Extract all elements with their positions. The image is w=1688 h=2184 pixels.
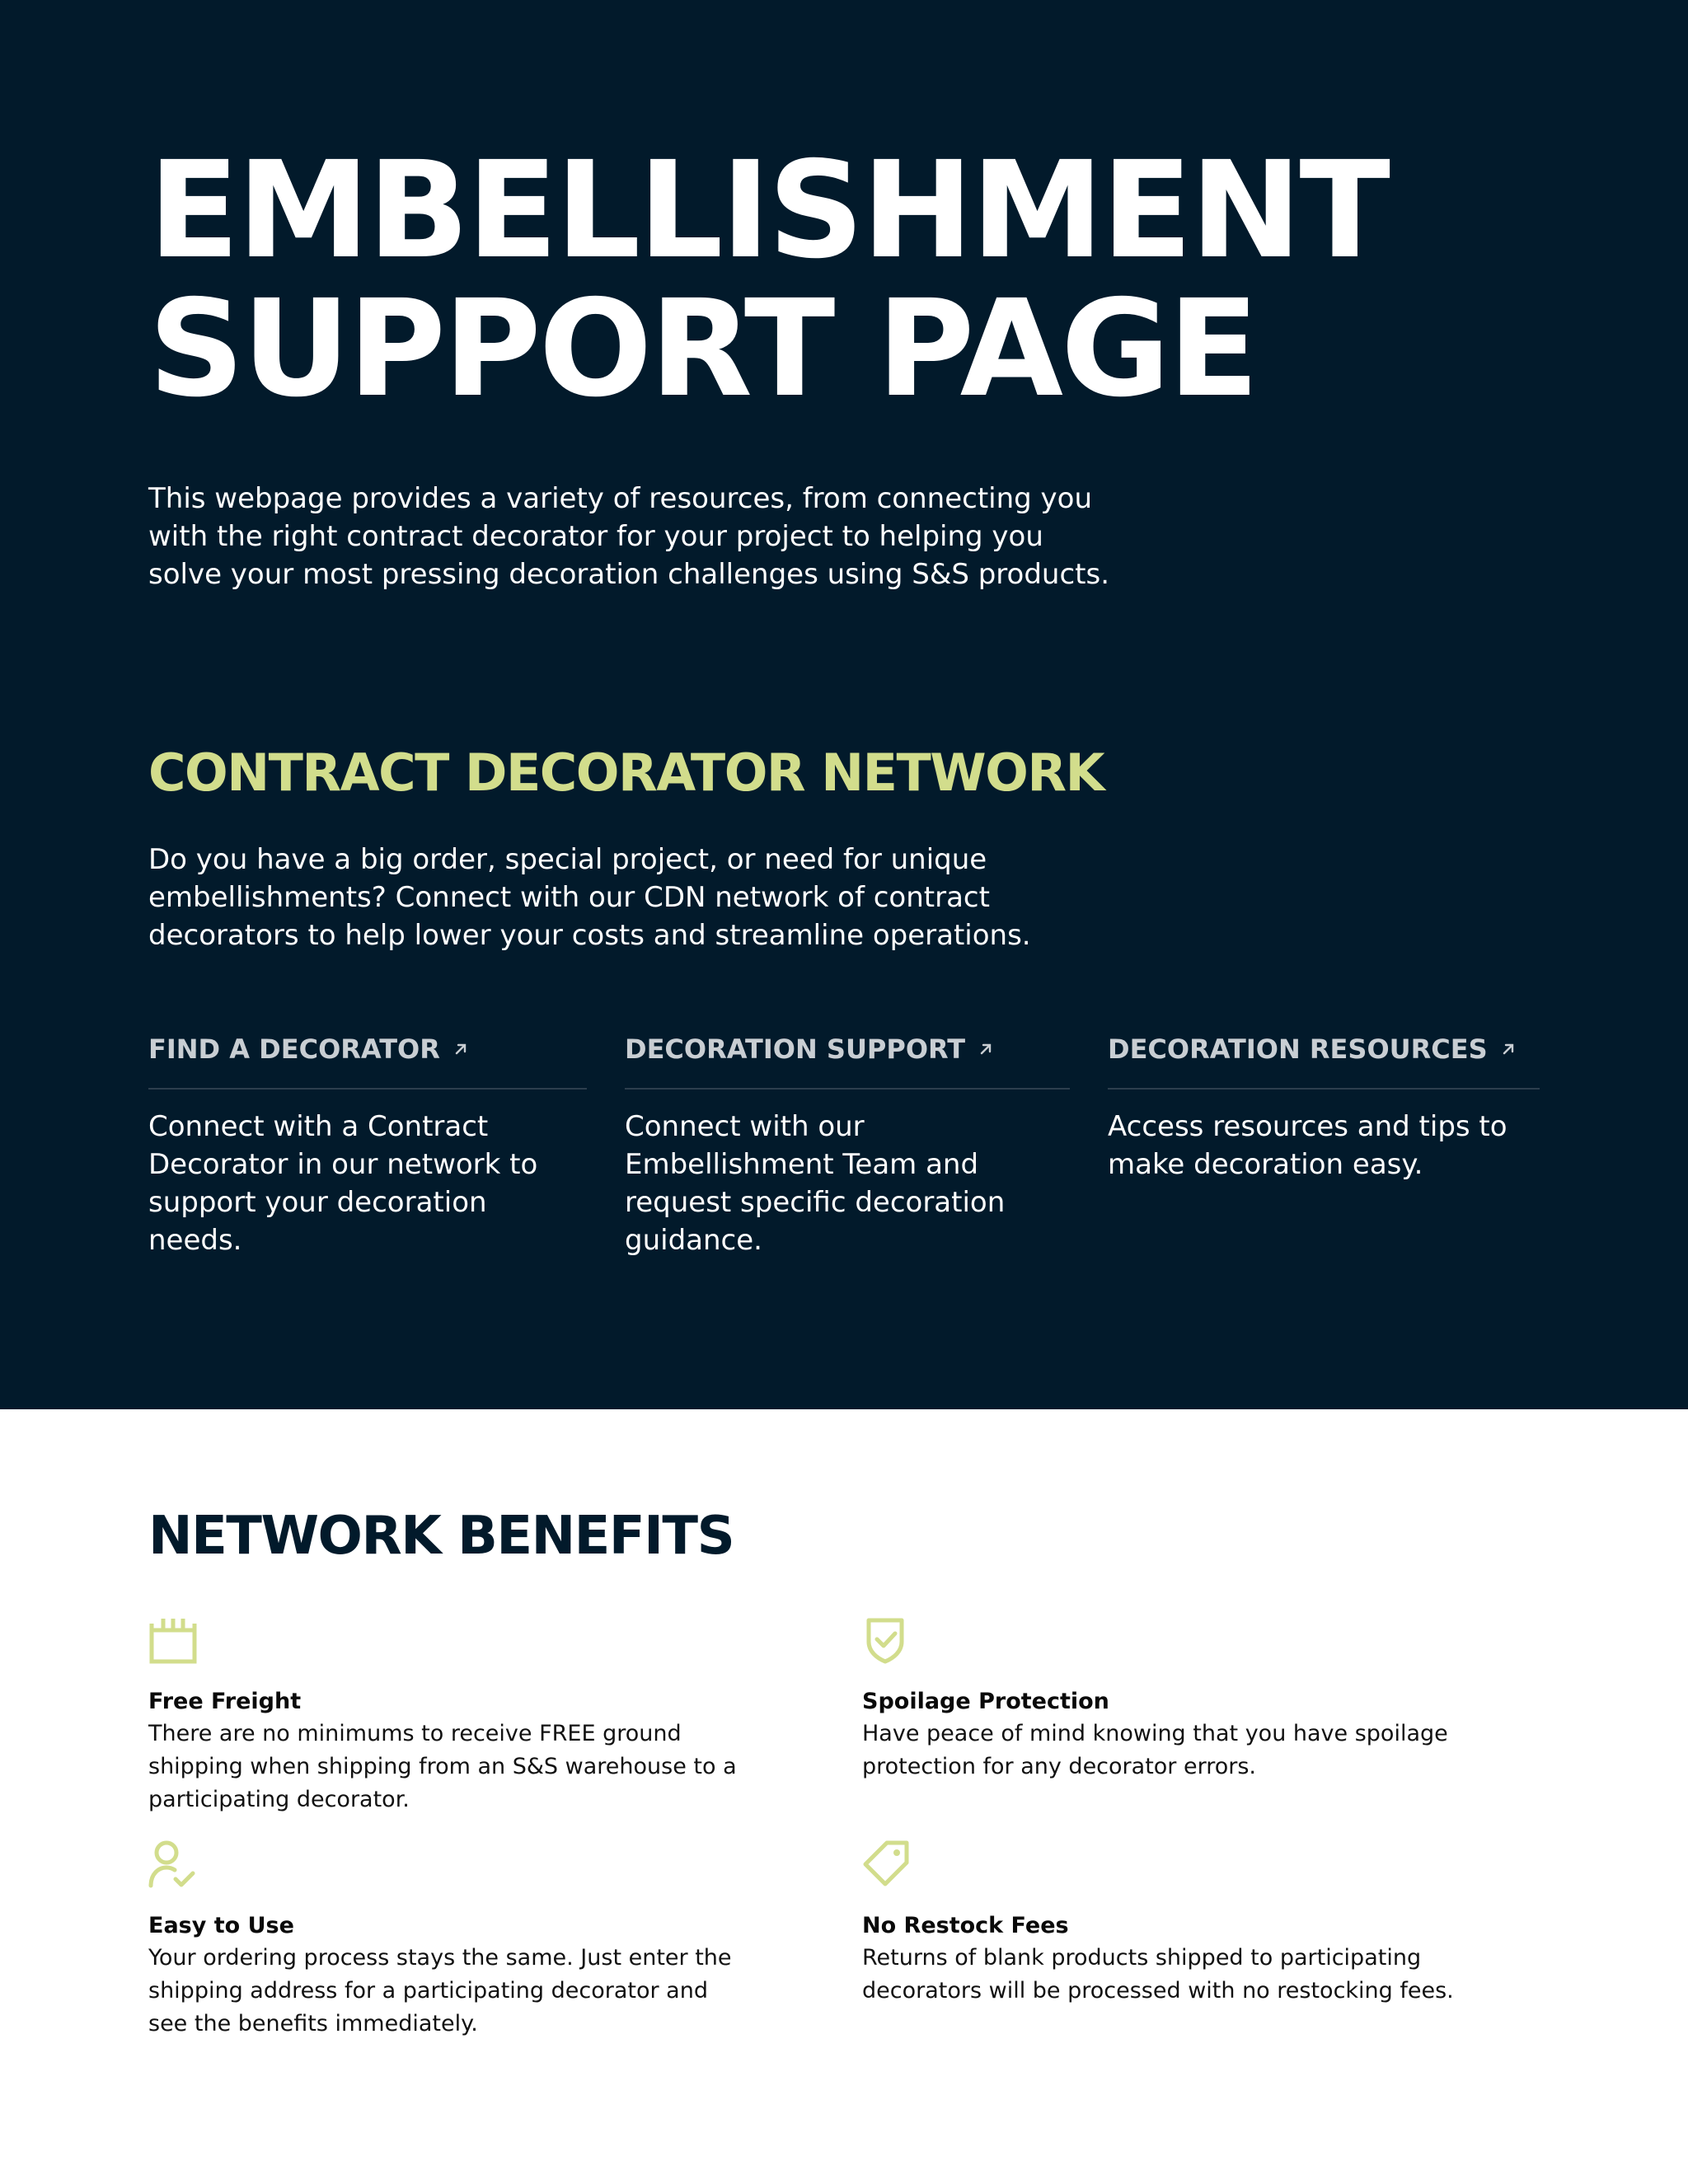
hero-section: EMBELLISHMENT SUPPORT PAGE This webpage … [0,0,1688,1409]
decoration-resources-column: DECORATION RESOURCES Access resources an… [1108,1030,1540,1183]
cdn-heading: CONTRACT DECORATOR NETWORK [148,743,1105,803]
user-check-icon [148,1840,195,1888]
hero-intro-text: This webpage provides a variety of resou… [148,482,1110,591]
cdn-intro-text: Do you have a big order, special project… [148,843,1031,952]
divider [1108,1088,1540,1090]
benefit-spoilage-protection: Spoilage Protection Have peace of mind k… [862,1615,1456,1783]
arrow-up-right-icon [455,1043,467,1055]
divider [148,1088,587,1090]
benefit-free-freight: Free Freight There are no minimums to re… [148,1615,742,1816]
decoration-support-link[interactable]: DECORATION SUPPORT [625,1030,1070,1068]
package-icon [149,1619,197,1664]
tag-icon [863,1840,909,1886]
benefit-title: Spoilage Protection [862,1689,1109,1714]
arrow-up-right-icon [1503,1043,1513,1055]
benefit-title: Easy to Use [148,1913,294,1938]
decoration-support-description: Connect with our Embellishment Team and … [625,1110,1006,1257]
decoration-resources-label: DECORATION RESOURCES [1108,1033,1488,1065]
arrow-up-right-icon [980,1043,992,1055]
benefit-title: No Restock Fees [862,1913,1069,1938]
decoration-resources-link[interactable]: DECORATION RESOURCES [1108,1030,1540,1068]
benefit-description: There are no minimums to receive FREE gr… [148,1721,737,1812]
page-title: EMBELLISHMENT SUPPORT PAGE [148,134,1390,427]
find-decorator-label: FIND A DECORATOR [148,1033,440,1065]
decoration-resources-description: Access resources and tips to make decora… [1108,1110,1507,1181]
divider [625,1088,1070,1090]
benefit-description: Your ordering process stays the same. Ju… [148,1945,732,2036]
benefit-no-restock-fees: No Restock Fees Returns of blank product… [862,1840,1456,2008]
benefit-title: Free Freight [148,1689,302,1714]
decoration-support-column: DECORATION SUPPORT Connect with our Embe… [625,1030,1070,1259]
find-decorator-link[interactable]: FIND A DECORATOR [148,1030,587,1068]
find-decorator-column: FIND A DECORATOR Connect with a Contract… [148,1030,587,1259]
benefits-heading: NETWORK BENEFITS [148,1506,735,1567]
shield-check-icon [866,1618,904,1664]
benefit-easy-to-use: Easy to Use Your ordering process stays … [148,1840,742,2041]
find-decorator-description: Connect with a Contract Decorator in our… [148,1110,538,1257]
decoration-support-label: DECORATION SUPPORT [625,1033,966,1065]
benefit-description: Returns of blank products shipped to par… [862,1945,1454,2004]
benefit-description: Have peace of mind knowing that you have… [862,1721,1448,1779]
